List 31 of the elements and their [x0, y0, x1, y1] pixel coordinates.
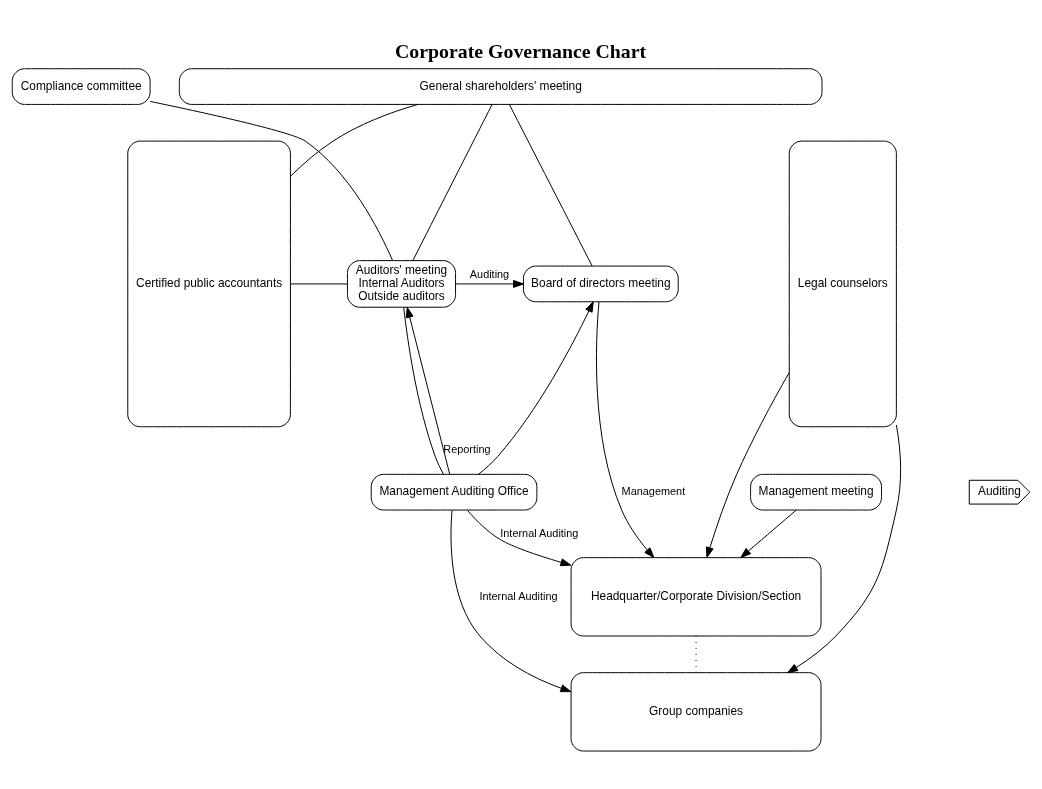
node-box: Headquarter/Corporate Division/Section	[570, 556, 822, 636]
arrow	[405, 306, 451, 475]
node-box: Board of directors meeting	[523, 265, 679, 302]
arrow	[595, 300, 655, 558]
connector	[412, 103, 493, 261]
node-box: Management Auditing Office	[370, 473, 538, 511]
arrow	[706, 371, 790, 558]
edge-label: Internal Auditing	[479, 589, 558, 602]
node-box: Group companies	[570, 671, 822, 752]
node-box: Certified public accountants	[127, 140, 291, 427]
connector	[403, 306, 444, 474]
node-box: Compliance committee	[11, 67, 151, 105]
connector	[508, 103, 593, 266]
arrow	[478, 300, 594, 475]
arrow	[455, 279, 524, 288]
arrow	[740, 509, 797, 558]
edge-label: Auditing	[469, 267, 510, 280]
arrow	[467, 509, 572, 566]
edge-label: Reporting	[443, 442, 491, 455]
edge-label: Management	[621, 484, 686, 497]
connector	[290, 282, 348, 284]
connector	[290, 103, 419, 177]
arrow	[450, 509, 572, 692]
node-box: General shareholders' meeting	[178, 67, 823, 105]
node-box: Management meeting	[750, 473, 882, 511]
node-box: Legal counselors	[788, 140, 897, 427]
connector	[149, 100, 393, 261]
node-box: Auditors' meeting Internal Auditors Outside auditors	[346, 259, 457, 308]
edge-label: Internal Auditing	[500, 526, 579, 539]
diagram-title: Corporate Governance Chart	[395, 39, 647, 62]
arrow	[787, 424, 902, 673]
